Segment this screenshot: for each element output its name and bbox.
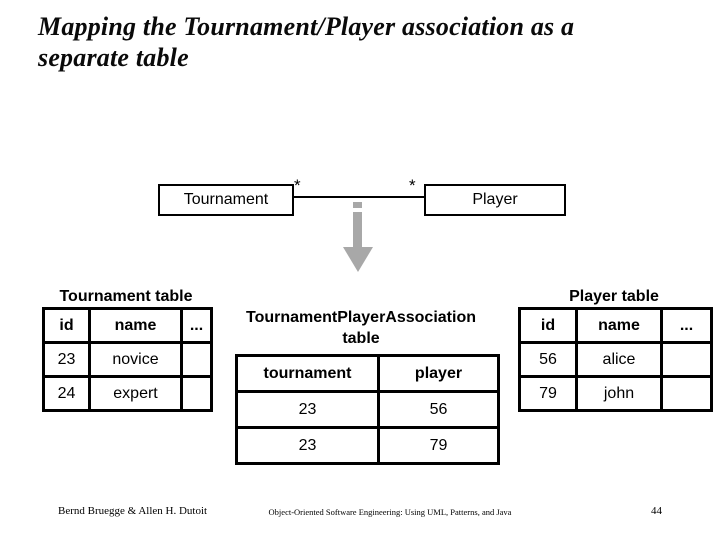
multiplicity-right-label: *	[409, 176, 416, 195]
footer-page-number: 44	[651, 505, 662, 517]
footer-authors: Bernd Bruegge & Allen H. Dutoit	[58, 505, 208, 517]
page-title-line-2: separate table	[38, 42, 189, 72]
table-row: 79 john	[518, 375, 713, 412]
tournament-table: id name ... 23 novice 24 expert	[42, 307, 213, 412]
table-cell	[660, 341, 713, 378]
tournament-table-header-row: id name ...	[42, 307, 213, 344]
player-table: id name ... 56 alice 79 john	[518, 307, 713, 412]
down-arrow-shaft	[353, 212, 362, 247]
table-cell: 23	[235, 426, 380, 465]
association-table: tournament player 23 56 23 79	[235, 354, 500, 465]
table-cell	[660, 375, 713, 412]
table-cell	[180, 375, 213, 412]
multiplicity-left-label: *	[294, 176, 301, 195]
down-arrow-dot	[353, 202, 362, 208]
page-title: Mapping the Tournament/Player associatio…	[38, 12, 693, 73]
column-header: ...	[180, 307, 213, 344]
table-cell: expert	[88, 375, 183, 412]
uml-class-tournament: Tournament	[158, 184, 294, 216]
table-cell: john	[575, 375, 663, 412]
table-cell	[180, 341, 213, 378]
table-row: 24 expert	[42, 375, 213, 412]
table-row: 56 alice	[518, 341, 713, 378]
association-table-caption: TournamentPlayerAssociation table	[246, 309, 476, 347]
footer-book-title: Object-Oriented Software Engineering: Us…	[268, 507, 512, 517]
table-cell: 23	[235, 390, 380, 429]
table-cell: novice	[88, 341, 183, 378]
table-cell: 79	[377, 426, 500, 465]
uml-association-line	[292, 196, 424, 198]
uml-class-player-label: Player	[472, 191, 518, 208]
column-header: id	[518, 307, 578, 344]
table-row: 23 79	[235, 426, 500, 465]
page-title-line-1: Mapping the Tournament/Player associatio…	[38, 12, 575, 41]
table-row: 23 56	[235, 390, 500, 429]
table-cell: alice	[575, 341, 663, 378]
uml-class-player: Player	[424, 184, 566, 216]
column-header: player	[377, 354, 500, 393]
table-cell: 79	[518, 375, 578, 412]
down-arrow-head	[343, 247, 373, 272]
column-header: tournament	[235, 354, 380, 393]
tournament-table-caption: Tournament table	[59, 288, 193, 305]
table-cell: 23	[42, 341, 91, 378]
table-cell: 24	[42, 375, 91, 412]
association-table-header-row: tournament player	[235, 354, 500, 393]
uml-class-tournament-label: Tournament	[183, 191, 269, 208]
column-header: name	[88, 307, 183, 344]
column-header: name	[575, 307, 663, 344]
table-row: 23 novice	[42, 341, 213, 378]
player-table-header-row: id name ...	[518, 307, 713, 344]
table-cell: 56	[377, 390, 500, 429]
player-table-caption: Player table	[569, 288, 659, 305]
column-header: ...	[660, 307, 713, 344]
table-cell: 56	[518, 341, 578, 378]
column-header: id	[42, 307, 91, 344]
